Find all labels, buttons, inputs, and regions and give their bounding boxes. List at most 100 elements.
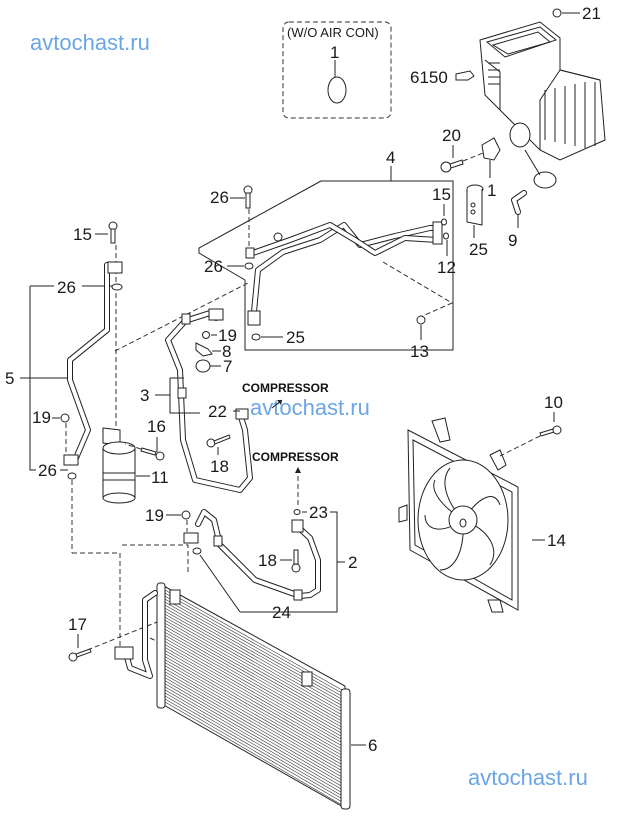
arrow-icon — [277, 400, 282, 405]
condenser-fin — [164, 677, 343, 781]
callout-17: 17 — [68, 615, 87, 634]
condenser-fin — [164, 604, 343, 706]
insulator-7-part — [195, 359, 211, 373]
watermark-top-left: avtochast.ru — [30, 30, 150, 55]
callout-6150: 6150 — [410, 68, 448, 87]
suction-hose-3-part — [165, 308, 253, 493]
callout-7: 7 — [223, 357, 232, 376]
inset-box-without-air-con: (W/O AIR CON) — [282, 21, 392, 119]
watermark-bottom-right: avtochast.ru — [468, 765, 588, 790]
callout-24: 24 — [272, 603, 291, 622]
nut-19c-part — [181, 510, 191, 520]
nut-19a-part — [202, 331, 210, 339]
condenser-fin — [164, 613, 343, 716]
pipe-assembly-4-frame — [198, 180, 454, 351]
callout-19b: 19 — [32, 408, 51, 427]
callout-8: 8 — [222, 342, 231, 361]
callout-1a: 1 — [330, 43, 339, 62]
reference-arrow-icon — [455, 70, 475, 81]
callout-15b: 15 — [73, 225, 92, 244]
bolt-15a-part — [243, 185, 253, 209]
callout-15a: 26 — [210, 188, 229, 207]
condenser-fin — [164, 656, 343, 759]
callout-26d: 26 — [38, 461, 57, 480]
bolt-20-part — [440, 159, 464, 173]
condenser-fin — [164, 698, 343, 803]
liquid-tube-5-part — [63, 261, 123, 466]
bolt-10-part — [539, 425, 562, 437]
condenser-fin — [164, 683, 343, 787]
callout-19c: 19 — [145, 506, 164, 525]
nut-13-part — [416, 315, 426, 325]
callout-21: 21 — [582, 4, 601, 23]
condenser-fin — [164, 616, 343, 719]
condenser-fin — [164, 644, 343, 747]
discharge-hose-2-part — [183, 509, 321, 601]
cap-part — [327, 76, 347, 104]
callout-1b: 1 — [487, 181, 496, 200]
evaporator-unit — [479, 21, 606, 189]
condenser-fin — [164, 632, 343, 734]
condenser-part — [114, 582, 351, 810]
callout-16: 16 — [147, 417, 166, 436]
callout-12: 9 — [508, 231, 517, 250]
callout-14: 14 — [547, 531, 566, 550]
condenser-fin — [164, 635, 343, 737]
condenser-fin — [164, 638, 343, 740]
condenser-fin — [164, 610, 343, 713]
bolt-15b-part — [108, 221, 118, 244]
condenser-fin — [164, 607, 343, 709]
condenser-fin — [164, 641, 343, 744]
callout-13: 13 — [410, 342, 429, 361]
condenser-fin — [164, 668, 343, 772]
callout-9: 25 — [469, 240, 488, 259]
callout-10: 10 — [544, 393, 563, 412]
condenser-fin — [164, 695, 343, 800]
callout-2: 2 — [348, 553, 357, 572]
condenser-fin — [164, 626, 343, 728]
condenser-fin — [164, 629, 343, 731]
callout-25a: 15 — [432, 185, 451, 204]
condenser-fin — [164, 686, 343, 790]
pipe-assembly-4-part — [245, 221, 443, 326]
arrow-icon — [295, 467, 301, 473]
condenser-fin — [164, 680, 343, 784]
bolt-18b-part — [291, 549, 301, 573]
condenser-fin — [164, 674, 343, 778]
bolt-16-part — [140, 447, 165, 461]
callout-3: 3 — [140, 386, 149, 405]
callout-25b: 25 — [286, 328, 305, 347]
condenser-fin — [164, 647, 343, 750]
inset-box-label: (W/O AIR CON) — [287, 25, 379, 40]
callout-11: 11 — [151, 468, 169, 487]
condenser-fin — [164, 623, 343, 725]
expansion-valve-part — [466, 184, 484, 226]
nut-19b-part — [60, 413, 70, 423]
gasket-part — [481, 137, 501, 161]
bolt-17-part — [68, 648, 92, 662]
callout-23: 23 — [309, 503, 328, 522]
condenser-fin — [164, 692, 343, 796]
callout-4: 4 — [386, 148, 395, 167]
receiver-drier-part — [102, 427, 136, 504]
callout-6: 6 — [368, 736, 377, 755]
condenser-fin — [164, 665, 343, 768]
bolt-18a-part — [206, 434, 231, 448]
callout-26b: 26 — [204, 257, 223, 276]
callout-5: 5 — [5, 369, 14, 388]
callout-26a: 12 — [437, 258, 456, 277]
callout-18b: 18 — [258, 551, 277, 570]
compressor-label-lower: COMPRESSOR — [252, 450, 339, 464]
condenser-fin — [164, 689, 343, 793]
callout-22: 22 — [208, 402, 227, 421]
condenser-fin — [164, 653, 343, 756]
condenser-fan-part — [398, 417, 519, 613]
condenser-fin — [164, 650, 343, 753]
condenser-fin — [164, 701, 343, 806]
callout-18a: 18 — [210, 457, 229, 476]
nut-21-part — [552, 8, 562, 18]
callout-26c: 26 — [57, 278, 76, 297]
bracket-8-part — [195, 342, 213, 357]
condenser-fin — [164, 671, 343, 775]
